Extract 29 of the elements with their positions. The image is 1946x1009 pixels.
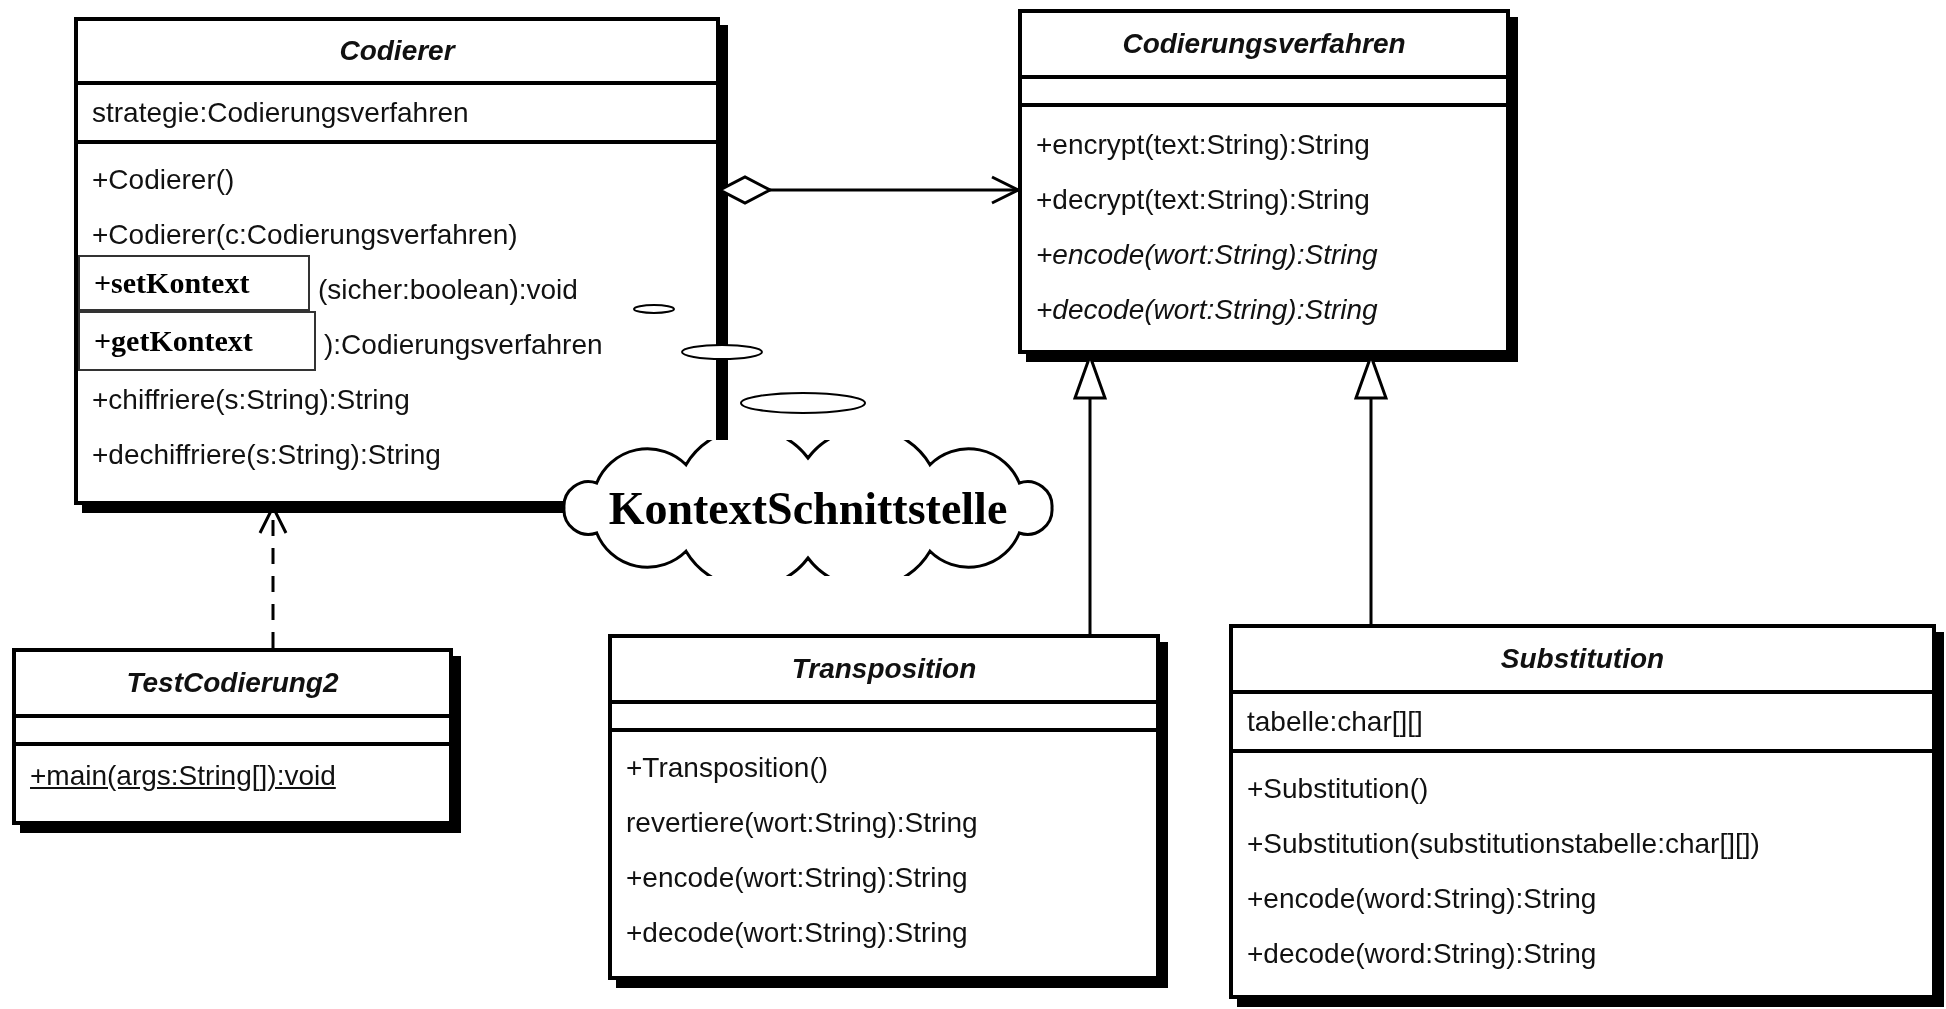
method-text: +Codierer() (92, 164, 235, 195)
method-text: +Substitution(substitutionstabelle:char[][]) (1247, 828, 1760, 859)
class-name: Substitution (1500, 643, 1665, 674)
class-name: Codierer (339, 35, 455, 66)
attribute-text: strategie:Codierungsverfahren (92, 97, 469, 128)
attribute-text: tabelle:char[][] (1247, 706, 1423, 737)
method-text: +encode(word:String):String (1247, 883, 1597, 914)
class-name: Transposition (791, 653, 977, 684)
method-text: +decode(wort:String):String (1036, 294, 1378, 325)
class-name: Codierungsverfahren (1122, 28, 1406, 59)
method-text: revertiere(wort:String):String (626, 807, 978, 838)
method-text: +decode(word:String):String (1247, 938, 1597, 969)
method-text: +decode(wort:String):String (626, 917, 968, 948)
method-text: (sicher:boolean):void (318, 274, 578, 305)
cloud-label: KontextSchnittstelle (608, 481, 1008, 535)
method-text: +chiffriere(s:String):String (92, 384, 410, 415)
method-text: +Codierer(c:Codierungsverfahren) (92, 219, 518, 250)
method-text: +Transposition() (626, 752, 829, 783)
method-text: +main(args:String[]):void (30, 760, 336, 791)
method-text: +dechiffriere(s:String):String (92, 439, 441, 470)
method-text: +decrypt(text:String):String (1036, 184, 1370, 215)
method-text: +encrypt(text:String):String (1036, 129, 1370, 160)
class-name: TestCodierung2 (126, 667, 339, 698)
method-label: +setKontext (78, 255, 310, 311)
method-text: +Substitution() (1247, 773, 1429, 804)
method-text: +encode(wort:String):String (1036, 239, 1378, 270)
method-text: ):Codierungsverfahren (324, 329, 603, 360)
method-label: +getKontext (78, 311, 316, 371)
method-text: +encode(wort:String):String (626, 862, 968, 893)
